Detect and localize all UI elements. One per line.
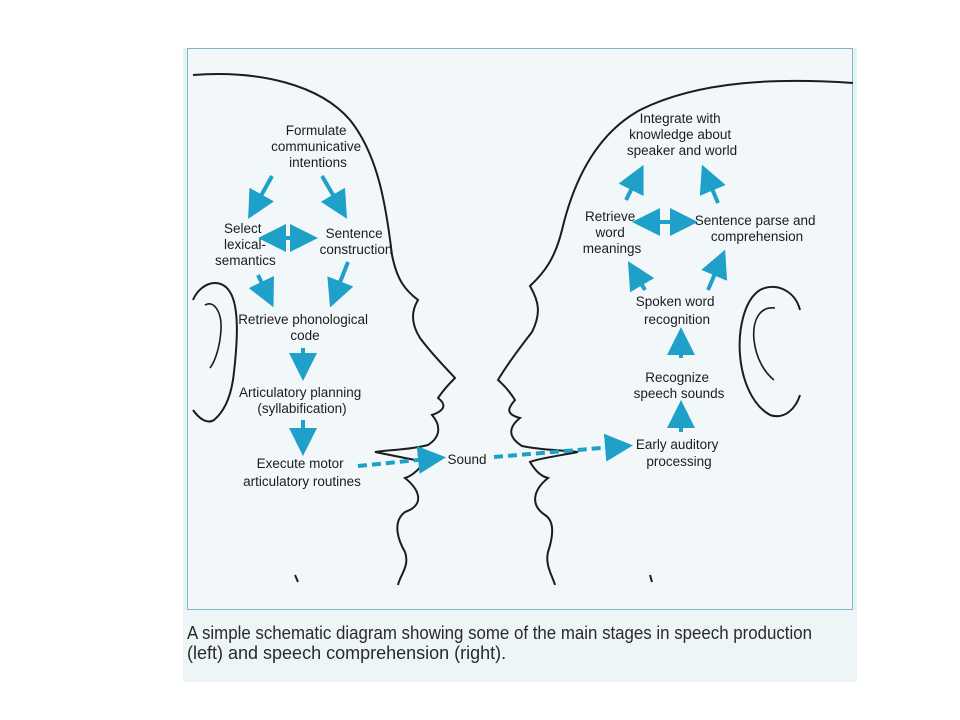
arrow-sound-to-early: [493, 433, 633, 462]
arrow-select-to-retrieve: [248, 274, 274, 308]
label-retrieve-word-meanings: Retrieve word meanings: [583, 209, 642, 256]
arrow-formulate-to-sentence: [320, 174, 348, 219]
label-spoken-word-recognition: Spoken word recognition: [636, 294, 719, 327]
label-sentence-parse: Sentence parse and comprehension: [695, 213, 820, 244]
left-ear: [192, 282, 238, 423]
label-articulatory-planning: Articulatory planning (syllabification): [239, 385, 365, 416]
label-early-auditory: Early auditory processing: [636, 437, 722, 469]
label-sentence-construction: Sentence construction: [320, 226, 393, 257]
figure-caption: A simple schematic diagram showing some …: [187, 623, 817, 663]
left-ear-inner: [204, 303, 222, 369]
right-neck-outline: [649, 574, 653, 583]
figure-panel: [187, 48, 853, 610]
arrow-sentence-parse-to-integrate: [699, 164, 726, 204]
label-retrieve-phonological-code: Retrieve phonological code: [238, 312, 372, 343]
arrow-formulate-to-select: [248, 175, 274, 219]
right-head-outline: [496, 79, 854, 586]
label-sound: Sound: [447, 452, 486, 467]
label-formulate: Formulate communicative intentions: [271, 123, 365, 170]
comprehension-arrows: [618, 164, 728, 432]
right-ear-inner: [752, 307, 776, 381]
production-arrows: [248, 174, 354, 456]
arrow-retrieve-to-integrate: [618, 164, 644, 201]
right-ear: [738, 285, 801, 418]
arrow-sentence-to-retrieve: [327, 261, 354, 308]
caption-area: [183, 610, 857, 682]
label-integrate: Integrate with knowledge about speaker a…: [627, 111, 737, 158]
left-head-outline: [192, 73, 457, 586]
label-execute-motor: Execute motor articulatory routines: [243, 456, 361, 489]
arrow-spoken-to-sentence-parse: [701, 249, 728, 291]
sound-arrows: [357, 433, 633, 474]
production-labels: Formulate communicative intentions Selec…: [215, 123, 392, 489]
left-neck-outline: [294, 574, 299, 583]
arrow-spoken-to-retrieve: [627, 261, 655, 293]
label-select-lexical-semantics: Select lexical- semantics: [215, 221, 276, 268]
comprehension-labels: Integrate with knowledge about speaker a…: [583, 111, 820, 469]
label-recognize-speech-sounds: Recognize speech sounds: [634, 370, 725, 401]
